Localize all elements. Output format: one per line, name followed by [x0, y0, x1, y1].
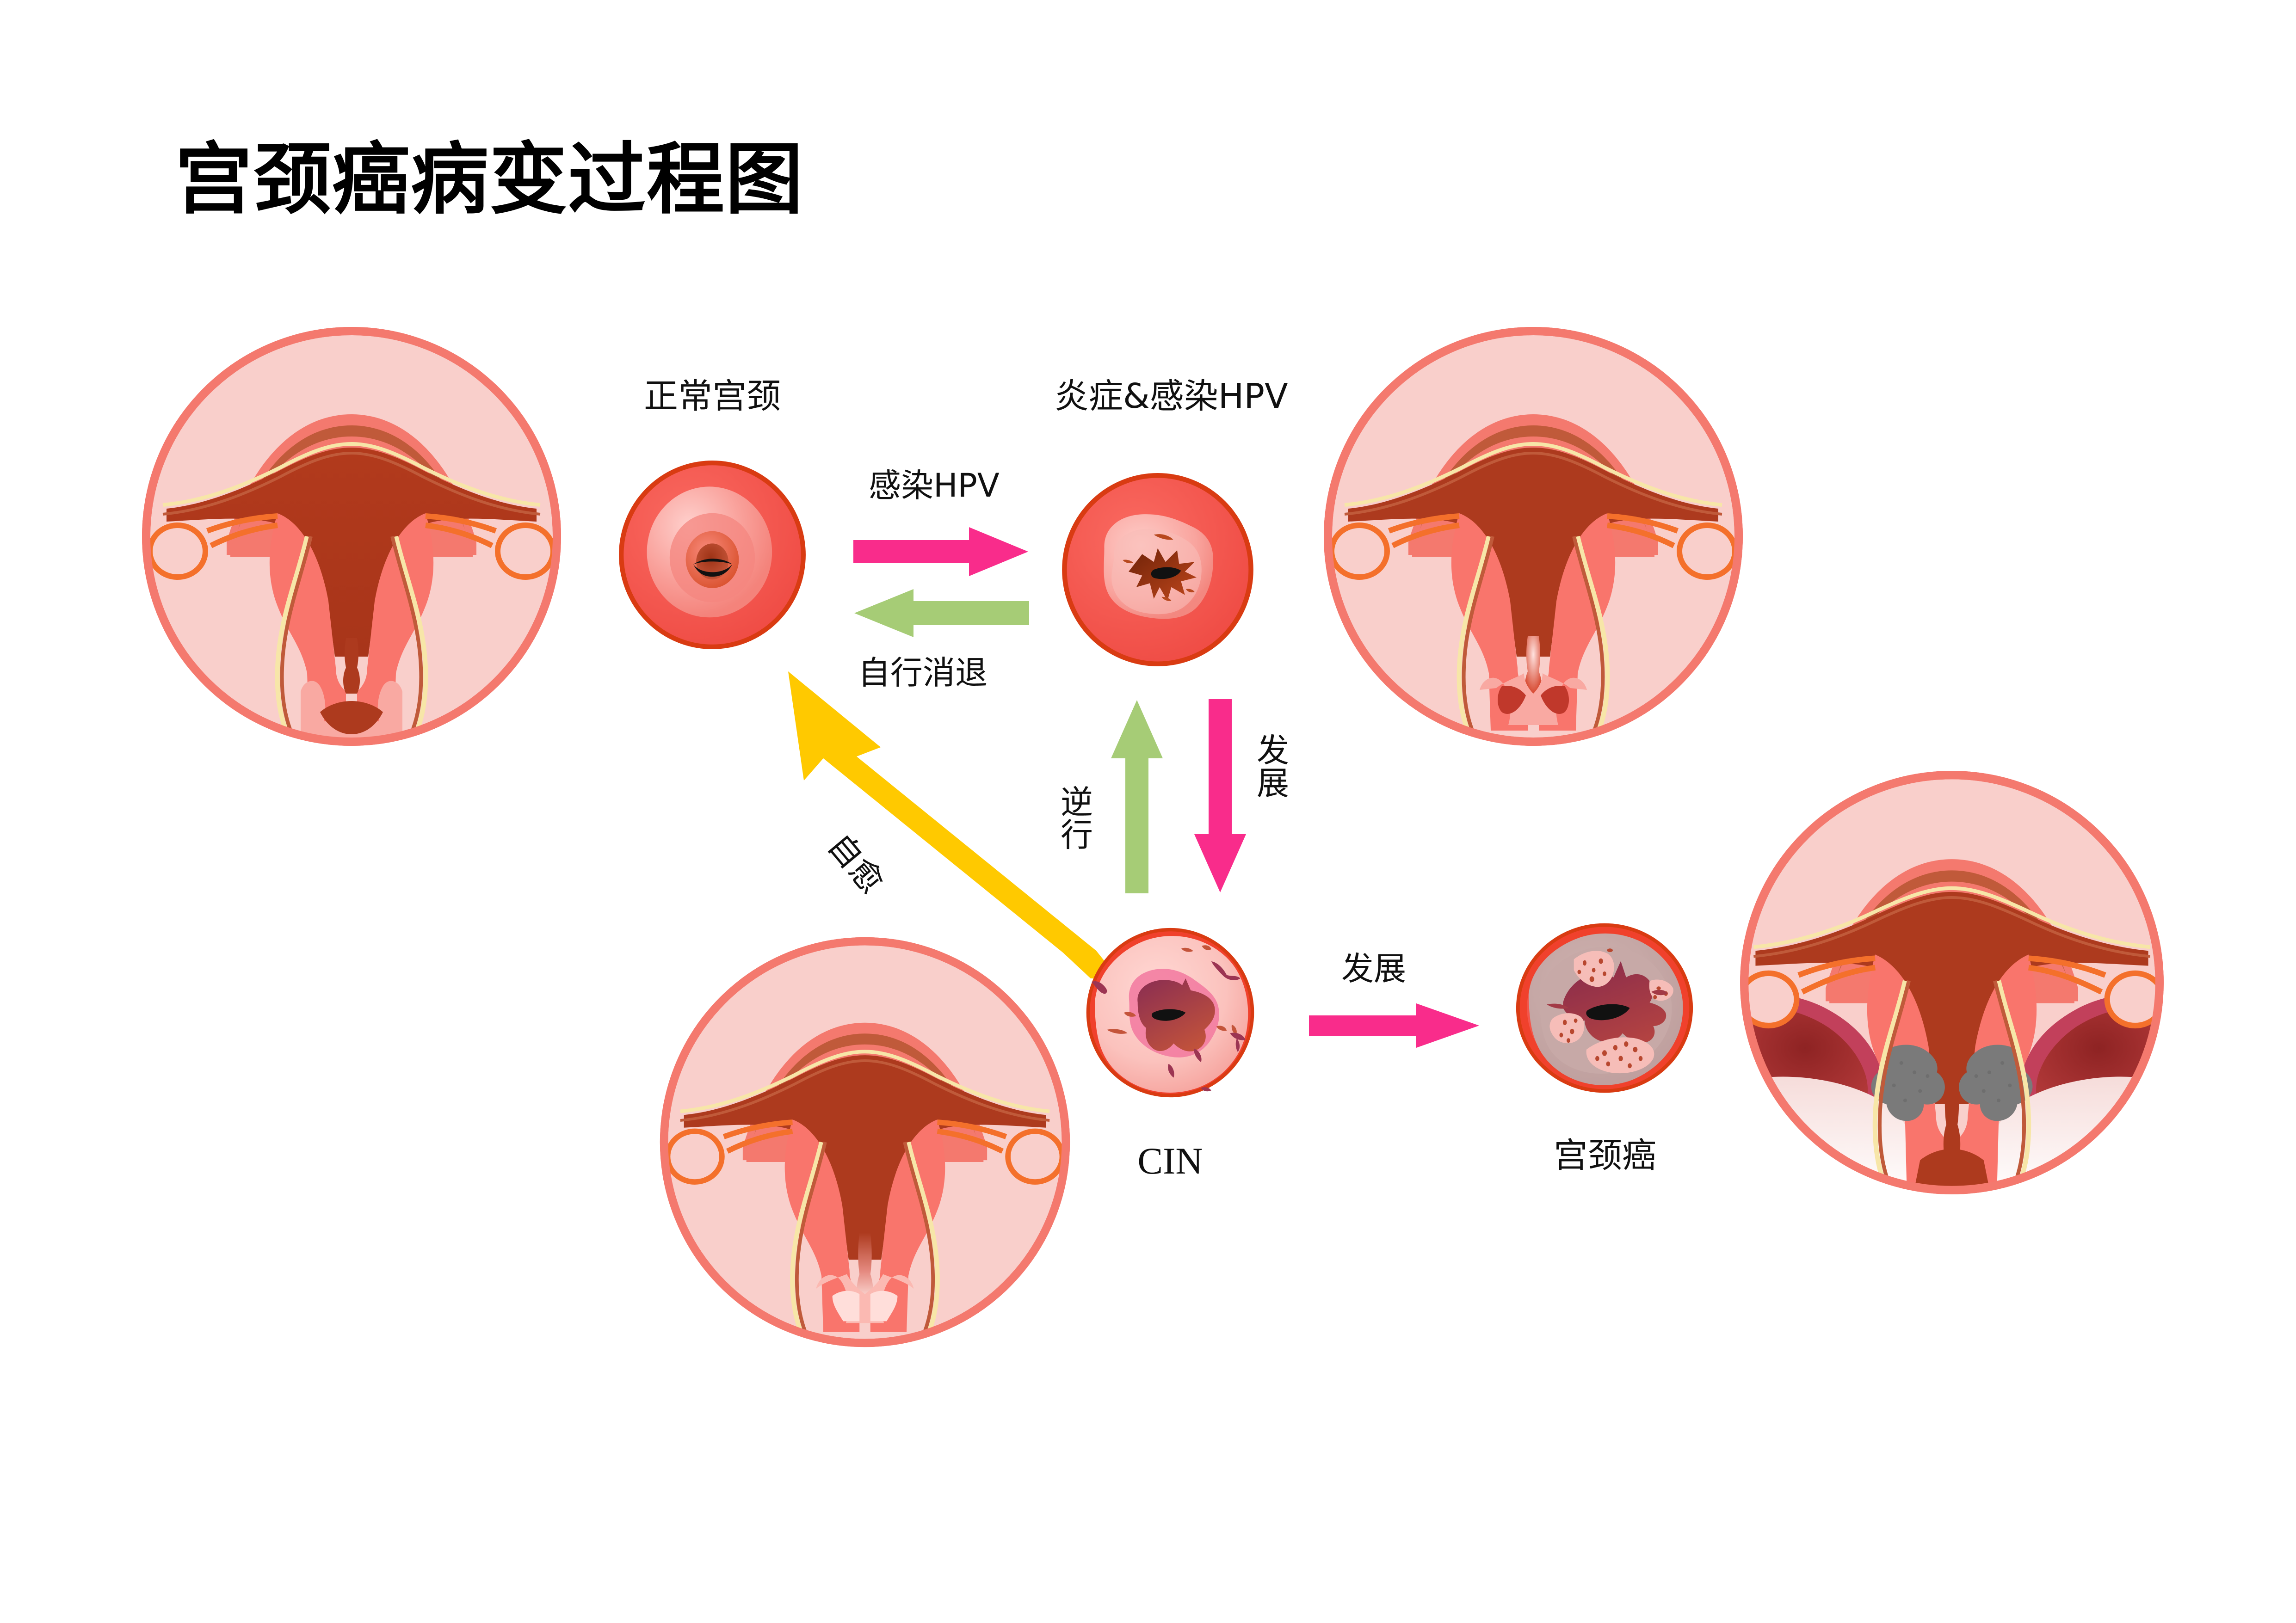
- arrow-infect-hpv: [853, 526, 1029, 577]
- caption-cin: CIN: [1137, 1140, 1203, 1182]
- uterus-section-cin: [657, 934, 1073, 1350]
- arrow-label-progress-down: 发展: [1257, 732, 1289, 803]
- cervix-view-cin: [1085, 927, 1256, 1098]
- cervix-view-normal: [617, 460, 807, 650]
- caption-inflammation-hpv: 炎症&感染HPV: [1055, 376, 1288, 416]
- arrow-label-progress-right: 发展: [1341, 950, 1406, 988]
- arrow-label-infect-hpv: 感染HPV: [869, 467, 1000, 504]
- arrow-self-healing: [777, 666, 1119, 980]
- caption-cervical-cancer: 宫颈癌: [1554, 1136, 1656, 1175]
- uterus-section-cancer: [1737, 768, 2167, 1198]
- arrow-label-spontaneous-regression: 自行消退: [858, 654, 988, 692]
- page-title: 宫颈癌病变过程图: [175, 134, 804, 225]
- arrow-spontaneous-regression: [853, 588, 1029, 638]
- arrow-progress-down: [1192, 699, 1248, 893]
- arrow-regression-up: [1109, 699, 1165, 893]
- arrow-progress-right: [1309, 1002, 1480, 1049]
- uterus-section-inflamed: [1321, 324, 1746, 749]
- cervix-view-cancer: [1514, 918, 1695, 1098]
- arrow-label-regression-up: 逆行: [1061, 783, 1093, 855]
- cervix-view-inflamed: [1061, 473, 1255, 667]
- caption-normal-cervix: 正常宫颈: [644, 376, 781, 416]
- uterus-section-normal: [139, 324, 564, 749]
